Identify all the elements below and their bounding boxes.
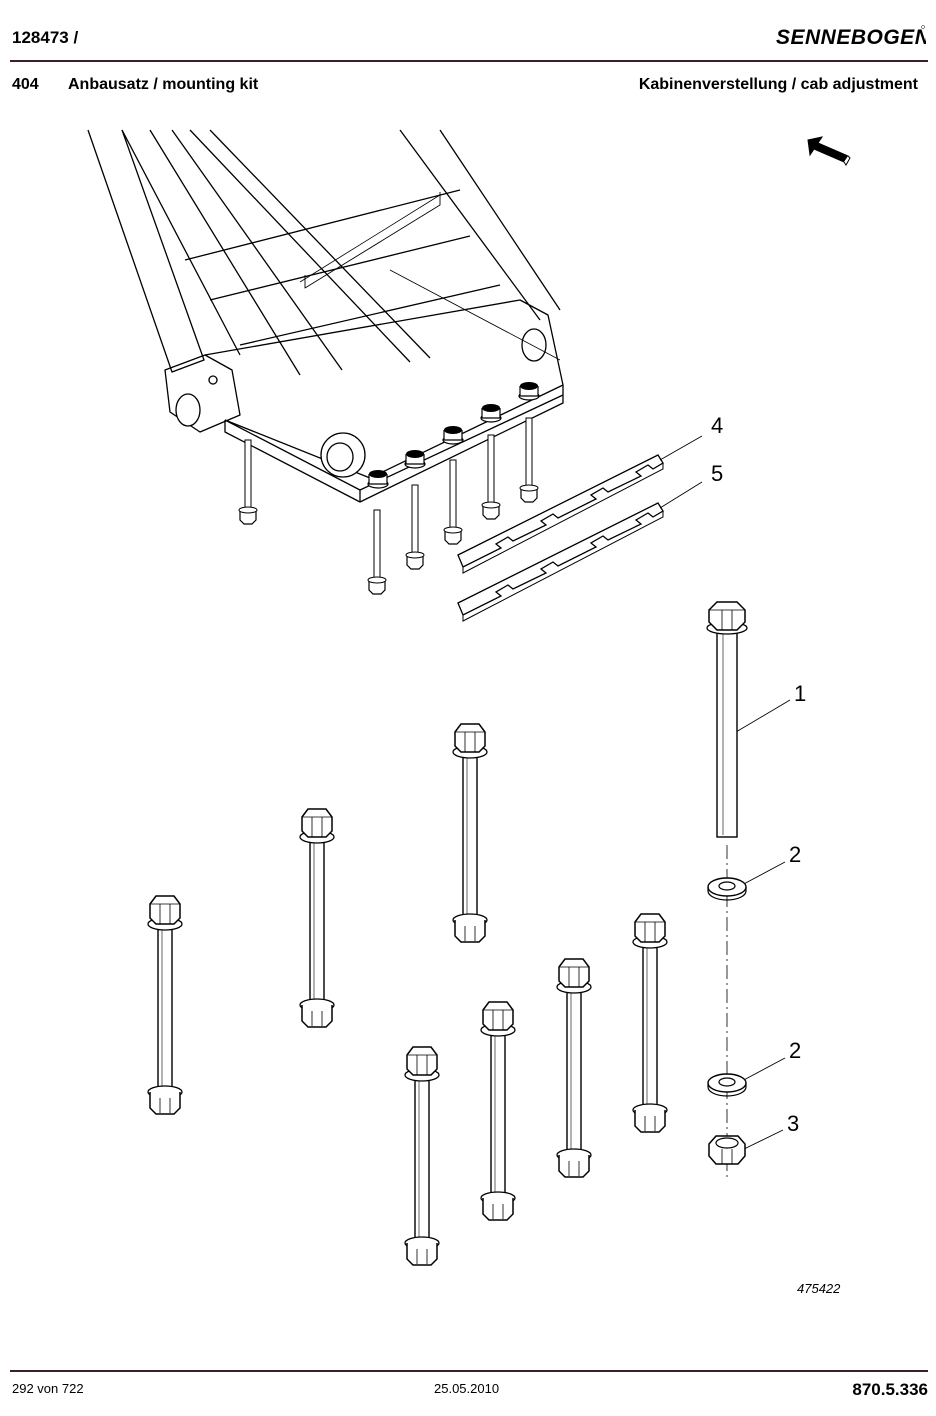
- callout-3: 3: [787, 1111, 799, 1136]
- exploded-parts-drawing: 4 5 1 2 2 3: [87, 129, 851, 1266]
- page-indicator: 292 von 722: [12, 1381, 84, 1396]
- callout-2-lower: 2: [789, 1038, 801, 1063]
- bolt-part-1: [706, 601, 748, 838]
- arrow-icon: [807, 136, 851, 166]
- washer-lower: [707, 1073, 747, 1097]
- sennebogen-logo: SENNEBOGEN: [776, 25, 926, 49]
- nut-part-3: [708, 1135, 746, 1165]
- section-title: Anbausatz / mounting kit: [68, 76, 259, 93]
- footer-rule: [10, 1370, 928, 1372]
- document-date: 25.05.2010: [434, 1381, 500, 1396]
- drawing-number: 475422: [797, 1281, 841, 1296]
- mounting-bracket-structure: [87, 129, 564, 503]
- section-number: 404: [12, 76, 39, 93]
- section-subtitle: Kabinenverstellung / cab adjustment: [638, 76, 918, 93]
- document-number: 870.5.336: [852, 1380, 928, 1399]
- callout-4: 4: [711, 413, 723, 438]
- callout-5: 5: [711, 461, 723, 486]
- document-id: 128473 /: [12, 28, 79, 47]
- header-rule: [10, 60, 928, 62]
- washer-upper: [707, 877, 747, 901]
- callout-1: 1: [794, 681, 806, 706]
- svg-text:SENNEBOGEN: SENNEBOGEN: [776, 26, 926, 49]
- callout-2-upper: 2: [789, 842, 801, 867]
